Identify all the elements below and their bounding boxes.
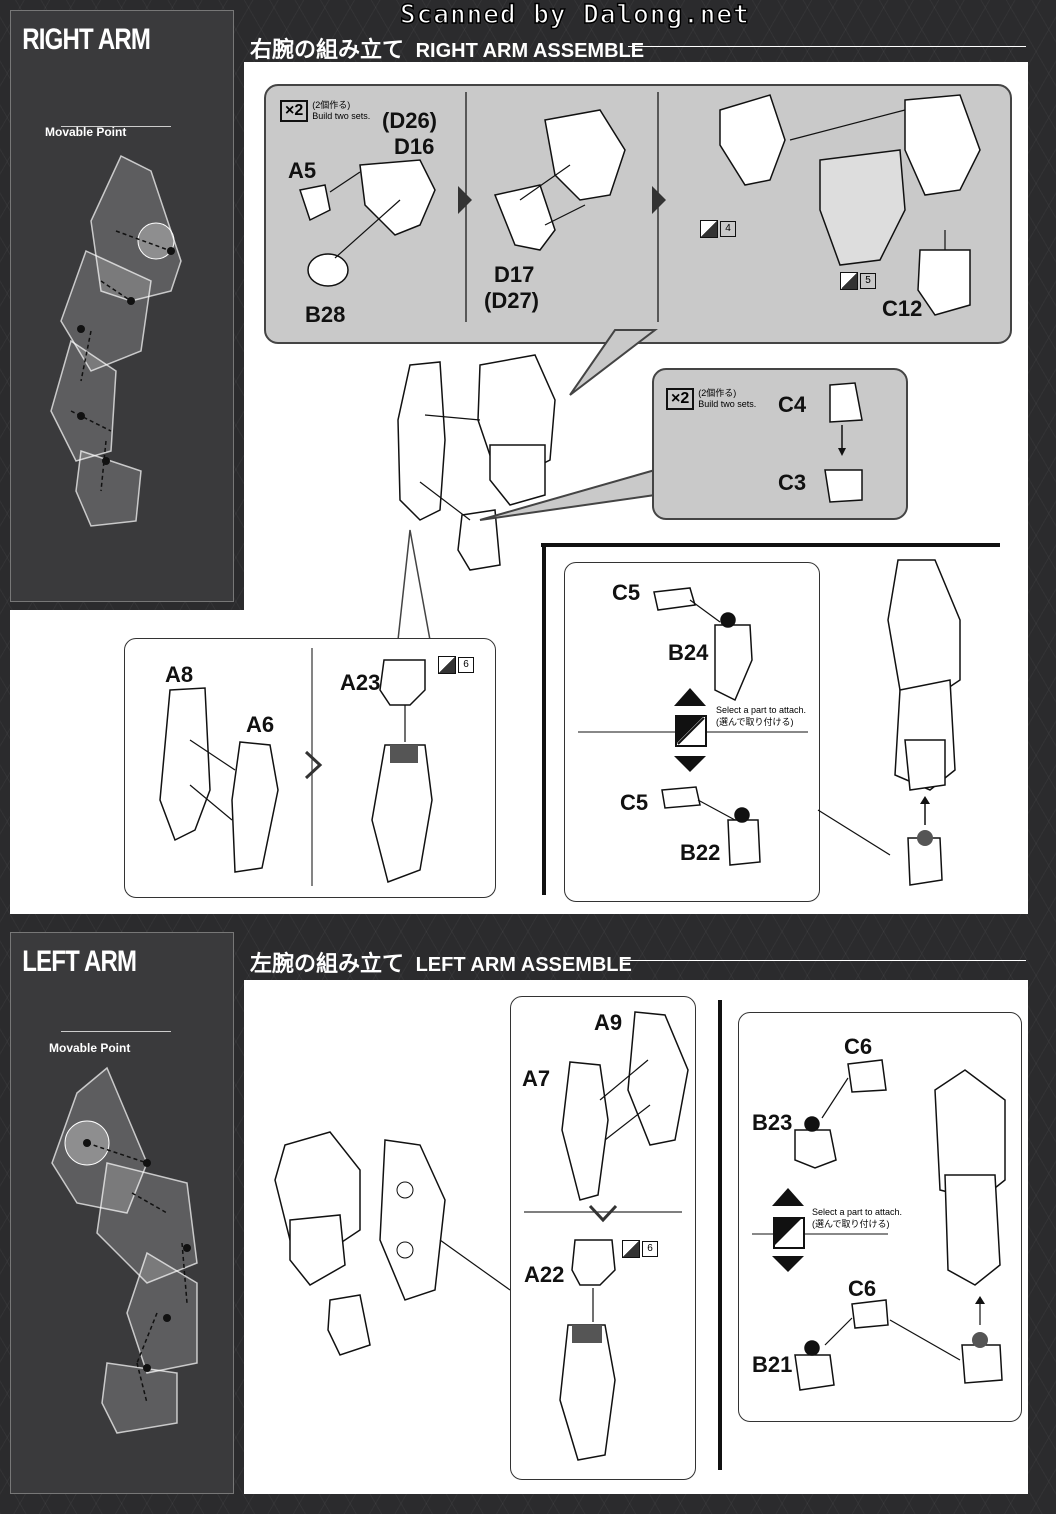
- part-label: (D27): [484, 288, 540, 313]
- part-label: B22: [680, 840, 721, 865]
- right-title-rule: [628, 46, 1026, 47]
- watermark: Scanned by Dalong.net: [399, 0, 750, 31]
- part-label: D16: [394, 134, 435, 159]
- movable-point-line: [61, 1031, 171, 1032]
- left-arm-title: 左腕の組み立て LEFT ARM ASSEMBLE: [250, 946, 632, 978]
- movable-point-label: Movable Point: [45, 125, 127, 139]
- x2-en: Build two sets.: [312, 111, 371, 121]
- select-note-en: Select a part to attach.: [716, 705, 807, 715]
- sticker-4: 4: [700, 220, 736, 238]
- movable-point-line: [61, 126, 171, 127]
- part-label: A9: [594, 1010, 623, 1035]
- part-label: B24: [668, 640, 709, 665]
- right-arm-side-title: RIGHT ARM: [22, 23, 151, 56]
- part-label: A22: [524, 1262, 565, 1287]
- left-arm-side-title: LEFT ARM: [22, 945, 137, 978]
- right-arm-silhouette: [50, 154, 182, 527]
- part-label: B23: [752, 1110, 793, 1135]
- right-step2-box: [652, 368, 908, 520]
- right-arm-title-ja: 右腕の組み立て: [250, 37, 405, 63]
- x2-ja: (2個作る): [312, 100, 351, 110]
- part-label: C3: [778, 470, 807, 495]
- x2-ja: (2個作る): [698, 388, 737, 398]
- right-arm-title: 右腕の組み立て RIGHT ARM ASSEMBLE: [250, 32, 644, 64]
- select-note-en: Select a part to attach.: [812, 1207, 903, 1217]
- part-label: A7: [522, 1066, 551, 1091]
- select-note-ja: (選んで取り付ける): [716, 717, 794, 727]
- part-label: C6: [844, 1034, 873, 1059]
- sticker-6: 6: [438, 656, 474, 674]
- part-label: C5: [612, 580, 641, 605]
- x2-badge: ×2: [666, 388, 695, 410]
- sticker-5: 5: [840, 272, 876, 290]
- part-label: A23: [340, 670, 381, 695]
- select-note: Select a part to attach. (選んで取り付ける): [716, 704, 806, 728]
- right-step1-x2: ×2 (2個作る)Build two sets.: [280, 100, 370, 122]
- left-arm-title-ja: 左腕の組み立て: [250, 951, 405, 977]
- part-label: C4: [778, 392, 807, 417]
- left-arm-silhouette: [51, 1066, 198, 1434]
- x2-en: Build two sets.: [698, 399, 757, 409]
- select-note-ja: (選んで取り付ける): [812, 1219, 890, 1229]
- right-arm-sidebar: RIGHT ARM Movable Point: [10, 10, 234, 602]
- part-label: (D26): [382, 108, 438, 133]
- part-label: D17: [494, 262, 535, 287]
- part-label: B28: [305, 302, 346, 327]
- part-label: B21: [752, 1352, 793, 1377]
- part-label: A8: [165, 662, 194, 687]
- left-arm-title-en: LEFT ARM ASSEMBLE: [415, 954, 632, 976]
- part-label: A6: [246, 712, 275, 737]
- x2-badge: ×2: [280, 100, 309, 122]
- select-note: Select a part to attach. (選んで取り付ける): [812, 1206, 902, 1230]
- sticker-6: 6: [622, 1240, 658, 1258]
- left-arm-sidebar: LEFT ARM Movable Point: [10, 932, 234, 1494]
- part-label: C5: [620, 790, 649, 815]
- part-label: C12: [882, 296, 923, 321]
- right-step2-x2: ×2 (2個作る)Build two sets.: [666, 388, 756, 410]
- right-arm-title-en: RIGHT ARM ASSEMBLE: [415, 40, 645, 62]
- left-title-rule: [622, 960, 1026, 961]
- part-label: C6: [848, 1276, 877, 1301]
- movable-point-label: Movable Point: [49, 1041, 131, 1055]
- part-label: A5: [288, 158, 317, 183]
